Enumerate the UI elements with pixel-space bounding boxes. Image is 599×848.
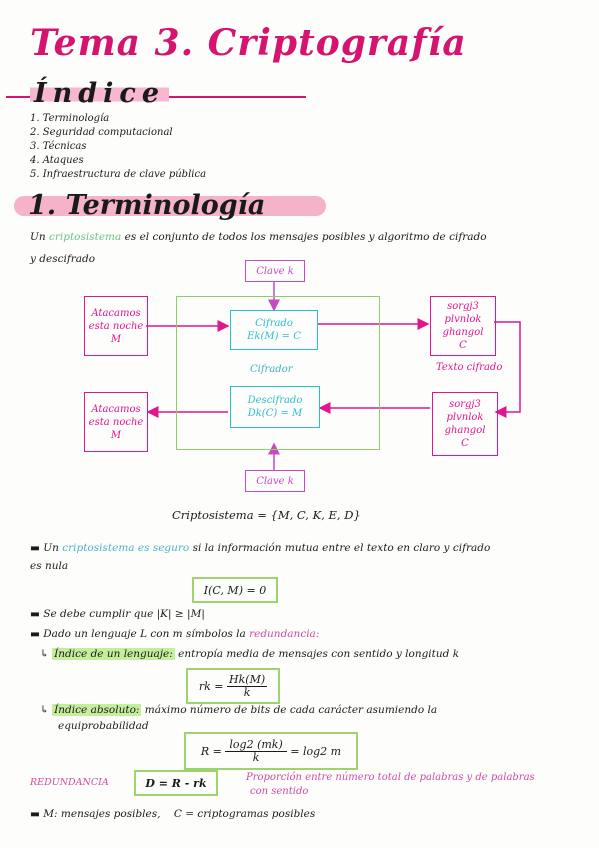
redundancy-label: REDUNDANCIA [30, 777, 109, 788]
absolute-index-line: ↳ Índice absoluto: máximo número de bits… [40, 704, 438, 716]
keys-condition: ▬ Se debe cumplir que |K| ≥ |M| [30, 608, 205, 620]
language-index-line: ↳ Índice de un lenguaje: entropía media … [40, 648, 460, 660]
page-title: Tema 3. Criptografía [30, 22, 467, 64]
index-item: 3. Técnicas [30, 141, 87, 152]
definitions-line: ▬ M: mensajes posibles, C = criptogramas… [30, 808, 316, 820]
cryptosystem-formula: Criptosistema = {M, C, K, E, D} [172, 508, 361, 522]
secure-line-2: es nula [30, 560, 69, 572]
index-item: 4. Ataques [30, 155, 84, 166]
index-item: 1. Terminología [30, 113, 110, 124]
D-formula: D = R - rk [134, 770, 218, 796]
term-criptosistema: criptosistema [48, 231, 122, 243]
ciphertext-label: Texto cifrado [436, 362, 503, 373]
index-heading: Índice [30, 78, 170, 109]
index-list: 1. Terminología 2. Seguridad computacion… [30, 112, 206, 182]
section-title: 1. Terminología [28, 190, 266, 221]
cipher-device-box [176, 296, 380, 450]
index-item: 2. Seguridad computacional [30, 127, 173, 138]
key-top-box: Clave k [245, 260, 305, 282]
redundancy-intro: ▬ Dado un lenguaje L con m símbolos la r… [30, 628, 320, 640]
mutual-info-formula: I(C, M) = 0 [192, 577, 278, 603]
key-bottom-box: Clave k [245, 470, 305, 492]
cipher-device-label: Cifrador [250, 364, 293, 375]
D-description-2: con sentido [250, 786, 309, 797]
section-intro: Un criptosistema es el conjunto de todos… [30, 231, 487, 265]
rk-formula: rk = Hk(M) k [186, 668, 280, 704]
section-highlight [14, 196, 326, 216]
D-description: Proporción entre número total de palabra… [246, 772, 535, 783]
secure-line: ▬ Un criptosistema es seguro si la infor… [30, 542, 491, 554]
absolute-index-line-2: equiprobabilidad [58, 720, 149, 732]
index-item: 5. Infraestructura de clave pública [30, 169, 207, 180]
R-formula: R = log2 (mk) k = log2 m [184, 732, 358, 770]
